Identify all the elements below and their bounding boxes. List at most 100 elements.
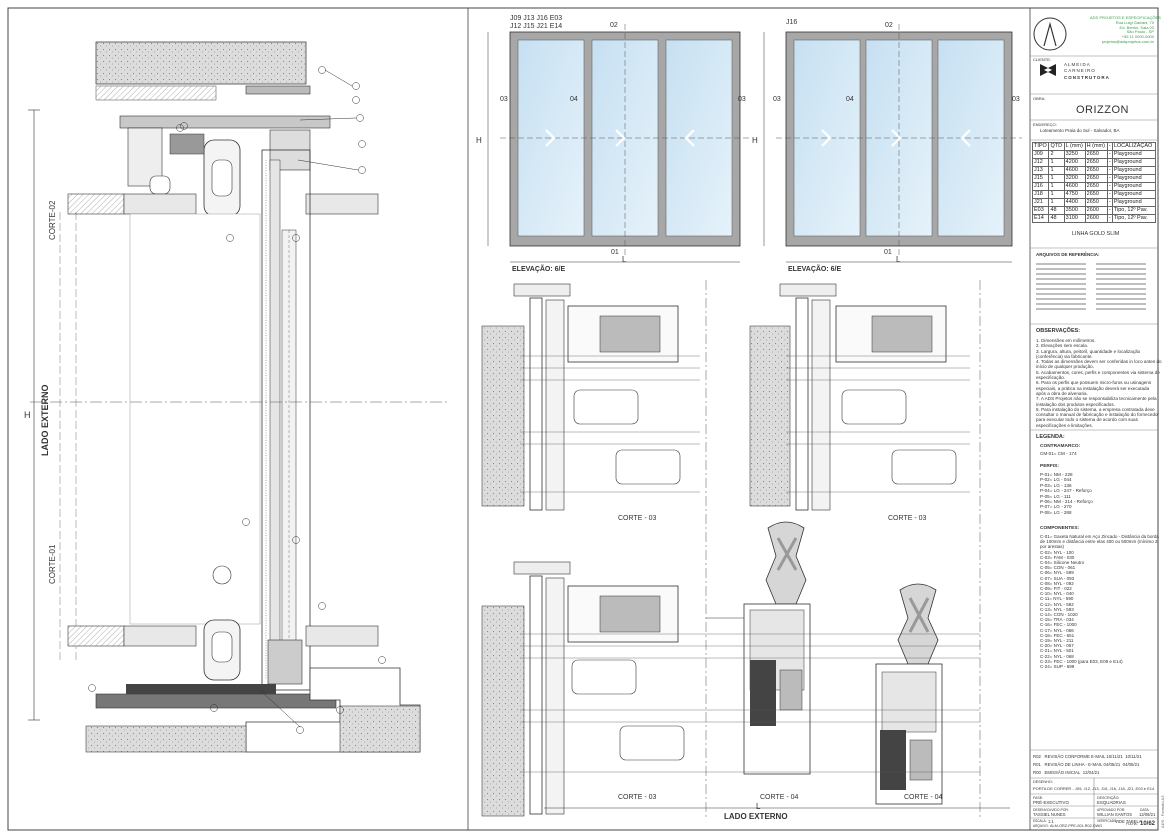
endereco-label: ENDEREÇO: <box>1033 122 1057 127</box>
arquivo-value: ALM-ORZ-PPE-001-R02.DWG <box>1050 824 1103 828</box>
componente-item: C-11= NYL - 590 <box>1040 596 1074 602</box>
schedule-cell: 4750 <box>1063 190 1086 199</box>
observacao-item: especificações e limitações. <box>1036 422 1093 428</box>
company-line: projetos@adsprojetos.com.br <box>1101 38 1154 44</box>
folha-label: FOLHA: <box>1126 822 1138 826</box>
observacao-item: 1. Dimensões em milímetros. <box>1036 338 1096 343</box>
revision-date: 10/11/21 <box>1125 754 1142 759</box>
schedule-cell: Playground <box>1111 190 1157 199</box>
elevation-left-tags-row1: J09 J13 J16 E03 <box>510 15 563 22</box>
elevation-left-dim-03-left: 03 <box>500 96 508 103</box>
section-label-top-right: CORTE - 03 <box>888 515 927 522</box>
revision-row: R00 EMISSÃO INICIAL 12/04/21 <box>1033 769 1157 777</box>
perfil-item: P-03= LG - 136 <box>1040 482 1072 488</box>
drawing-desc: PORTA DE CORRER - J09, J12, J13, J15, J1… <box>1033 786 1155 791</box>
elevation-right-dim-03-left: 03 <box>773 96 781 103</box>
componente-item: C-19= NYL - 211 <box>1040 638 1074 644</box>
schedule-cell: 4600 <box>1063 166 1086 175</box>
verif-value: VIDE TABELA <box>1115 819 1142 824</box>
componente-item: C-06= NYL - 599 <box>1040 570 1074 576</box>
obra-label: OBRA: <box>1033 96 1046 101</box>
schedule-header-cell: QTD <box>1048 142 1065 151</box>
perfis-title: PERFIS: <box>1040 464 1059 469</box>
schedule-cell: J15 <box>1031 174 1050 183</box>
elevation-left-dim-04: 04 <box>570 96 578 103</box>
elevation-left-dim-02: 02 <box>610 22 618 29</box>
schedule-cell: 2650 <box>1084 182 1108 191</box>
section-label-bottom-3: CORTE - 04 <box>904 794 943 801</box>
componente-item: C-17= NYL - 066 <box>1040 627 1074 633</box>
perfil-item: P-07= LG - 270 <box>1040 504 1072 510</box>
observacoes-title: OBSERVAÇÕES: <box>1036 328 1081 334</box>
revision-desc: REVISÃO DE LINHA - E-MAIL 04/05/21 <box>1044 762 1121 767</box>
revision-desc: REVISÃO CONFORME E-MAIL 10/11/21 <box>1044 754 1123 759</box>
data-label: DATA: <box>1140 808 1150 812</box>
schedule-cell: 4400 <box>1063 198 1086 207</box>
corte-01-label: CORTE-01 <box>48 544 57 584</box>
refs-title: ARQUIVOS DE REFERÊNCIA: <box>1036 252 1100 257</box>
componente-item: C-03= FAM - 030 <box>1040 554 1075 560</box>
desenvolvido-label: DESENVOLVIDO POR: <box>1033 808 1069 812</box>
componente-item: C-09= FIT - 022 <box>1040 586 1072 592</box>
schedule-cell: 1 <box>1048 190 1065 199</box>
lado-externo-bottom-label: LADO EXTERNO <box>724 812 788 821</box>
verif-label: VERIFICADO: <box>1097 819 1118 823</box>
schedule-cell: J09 <box>1031 150 1050 159</box>
elevation-left-dim-01: 01 <box>611 249 619 256</box>
revision-row: R01 REVISÃO DE LINHA - E-MAIL 04/05/21 0… <box>1033 761 1157 769</box>
client-logo-line3: CONSTRUTORA <box>1064 75 1110 80</box>
escala-value: 1:1 <box>1048 819 1054 824</box>
perfil-item: P-05= LG - 111 <box>1040 493 1071 499</box>
desc-label: DESCRIÇÃO: <box>1097 796 1120 800</box>
componente-item: C-05= CON - 061 <box>1040 565 1076 571</box>
elevation-right-dim-01: 01 <box>884 249 892 256</box>
schedule-cell: 3250 <box>1063 150 1086 159</box>
componente-item: C-01= Gaxeta Natural em Aço Zincado - Di… <box>1040 534 1159 539</box>
observacao-item: especiais, a prática na instalação dever… <box>1036 385 1150 391</box>
section-03-top-left <box>481 283 700 511</box>
observacao-item: 6. Para os perfis que possuem micro-furo… <box>1036 380 1152 386</box>
observacao-item: 2. Elevações sem escala. <box>1036 343 1089 349</box>
elevation-right-tag: J16 <box>786 19 798 26</box>
observacao-item: (conferência) via fabricante. <box>1036 353 1093 359</box>
company-info: ADS PROJETOS E ESPECIFICAÇÕES Rua Luigi … <box>1090 15 1161 45</box>
schedule-cell: J16 <box>1031 182 1050 191</box>
schedule-cell: E03 <box>1031 206 1050 215</box>
line-name: LINHA GOLD SLIM <box>1072 231 1120 237</box>
schedule-cell: Playground <box>1111 182 1157 191</box>
elevation-left-dim-03-right: 03 <box>738 96 746 103</box>
address: Loteamento Praia do Sul - Salvador, BA <box>1040 128 1120 133</box>
componente-item: C-16= FEC - 1000 <box>1040 622 1077 628</box>
project-name: ORIZZON <box>1076 104 1129 116</box>
section-03-top-right <box>749 283 970 511</box>
componente-item: por arestas) <box>1040 544 1065 550</box>
section-label-top-left: CORTE - 03 <box>618 515 657 522</box>
revision-code: R02 <box>1033 754 1041 759</box>
desenvolvido-value: TASSIEL NUNES <box>1033 812 1066 817</box>
schedule-cell: Playground <box>1111 198 1157 207</box>
aprovado-label: APROVADO POR: <box>1097 808 1126 812</box>
client-label: CLIENTE: <box>1033 57 1052 62</box>
schedule-cell: Tipo, 12º Pav. <box>1111 214 1157 223</box>
schedule-cell: 3100 <box>1063 214 1086 223</box>
company-line: Rua Luigi Galvani, 70 <box>1115 19 1154 25</box>
elevation-right-dim-02: 02 <box>885 22 893 29</box>
observacao-item: para executar todo o sistema de acordo c… <box>1036 417 1138 423</box>
componente-item: C-08= NYL - 092 <box>1040 580 1074 586</box>
componente-item: de 100mm e distância entre elas 400 ou 5… <box>1040 539 1158 545</box>
schedule-header-cell: LOCALIZAÇÃO <box>1111 142 1157 151</box>
schedule-cell: 2650 <box>1084 166 1108 175</box>
company-line: ADS PROJETOS E ESPECIFICAÇÕES <box>1090 15 1161 20</box>
reference-file-list <box>1036 263 1146 310</box>
perfil-item: P-02= LG - 044 <box>1040 477 1072 483</box>
schedule-cell: 2650 <box>1084 198 1108 207</box>
componente-item: C-07= SUA - 093 <box>1040 575 1075 581</box>
schedule-cell: 4600 <box>1063 182 1086 191</box>
section-width-label: L <box>756 802 761 811</box>
elevation-right-width-label: L <box>896 255 901 264</box>
